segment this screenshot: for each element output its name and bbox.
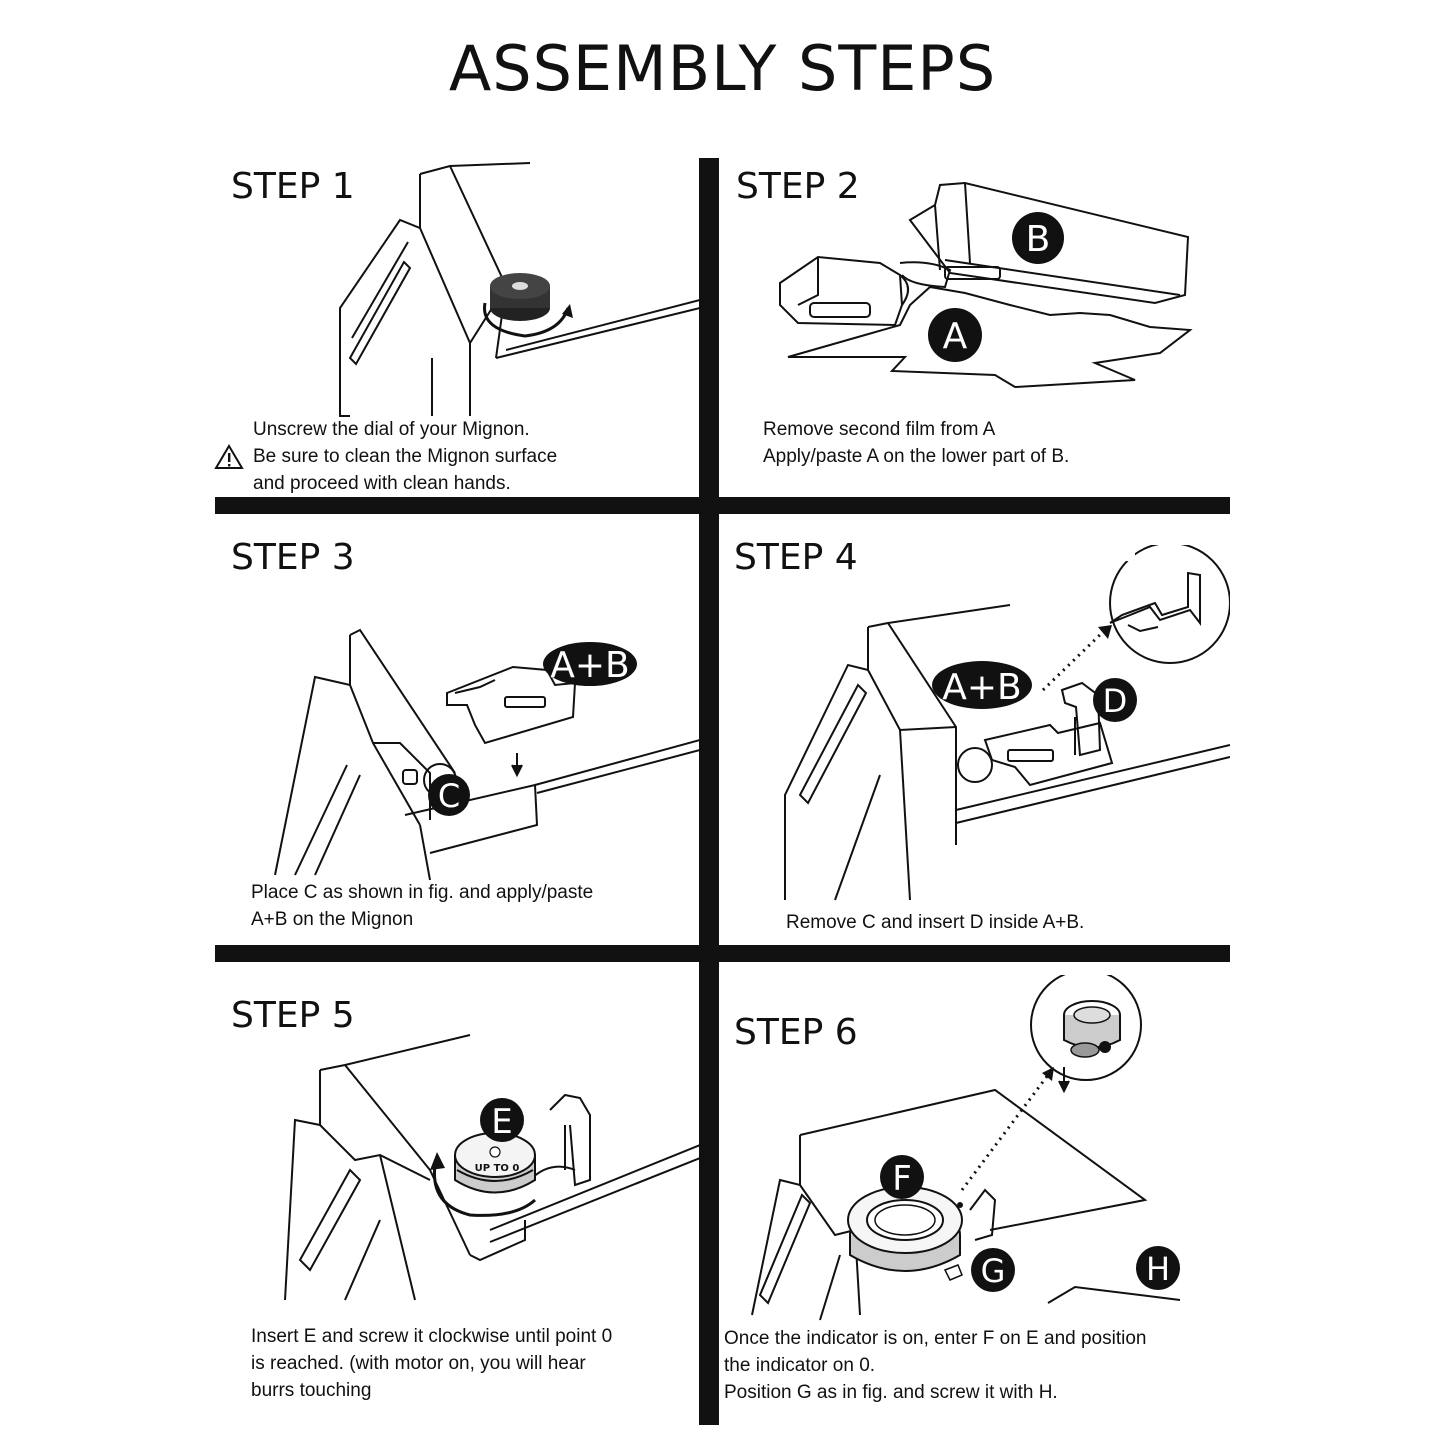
callout-ab-label-step4: A+B [942, 667, 1022, 708]
dial-marking: UP TO 0 [475, 1163, 520, 1174]
horizontal-divider-top [215, 497, 1230, 514]
step-4-instruction: Remove C and insert D inside A+B. [786, 912, 1085, 933]
step-1-illustration [339, 162, 700, 417]
step-3-instruction: Place C as shown in fig. and apply/paste… [251, 882, 594, 930]
step-5-instruction: Insert E and screw it clockwise until po… [251, 1326, 613, 1401]
step-2-instruction: Remove second film from A Apply/paste A … [763, 419, 1070, 467]
callout-c-label: C [438, 777, 460, 815]
callout-e-label: E [491, 1102, 512, 1142]
callout-b-label: B [1026, 219, 1051, 260]
warning-icon [214, 444, 244, 469]
horizontal-divider-bottom [215, 945, 1230, 962]
step-4-label: STEP 4 [734, 537, 858, 578]
step-6-instruction: Once the indicator is on, enter F on E a… [724, 1328, 1147, 1403]
step-2-label: STEP 2 [736, 166, 860, 207]
step-4-illustration: A+B D [784, 545, 1230, 901]
step-2-illustration: B A [779, 181, 1193, 389]
callout-a-label: A [943, 316, 968, 357]
vertical-divider [699, 158, 719, 1425]
step-6-illustration: F G H [751, 975, 1181, 1321]
step-1-instruction: Unscrew the dial of your Mignon. [253, 419, 530, 440]
step-3-illustration: A+B C [274, 628, 700, 880]
callout-d-label: D [1103, 682, 1128, 720]
step-6-label: STEP 6 [734, 1012, 858, 1053]
page-title: ASSEMBLY STEPS [448, 32, 997, 105]
callout-f-label: F [892, 1159, 912, 1199]
step-1-warning: Be sure to clean the Mignon surface and … [253, 446, 558, 494]
callout-ab-label: A+B [550, 645, 630, 686]
step-3-label: STEP 3 [231, 537, 355, 578]
callout-h-label: H [1146, 1250, 1170, 1288]
step-5-illustration: UP TO 0 E [284, 1034, 700, 1301]
callout-g-label: G [981, 1252, 1006, 1290]
step-5-label: STEP 5 [231, 995, 355, 1036]
step-1-label: STEP 1 [231, 166, 355, 207]
